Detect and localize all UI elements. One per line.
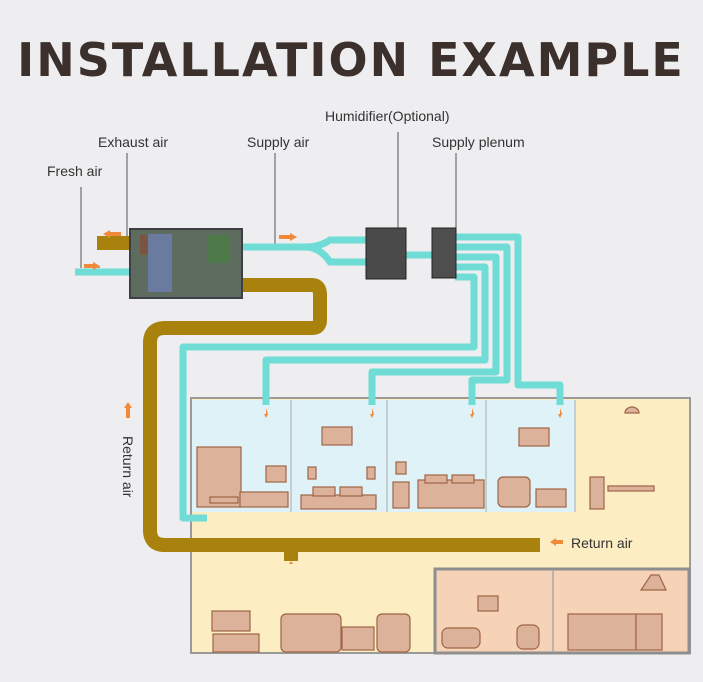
range-hood-icon	[639, 574, 667, 591]
arrow-down-icon	[264, 408, 268, 418]
arrow-up-icon	[124, 402, 132, 418]
furniture	[196, 406, 667, 653]
toilet-icon	[516, 624, 540, 650]
supply-ducts	[75, 233, 564, 522]
leader-lines	[80, 132, 457, 268]
label-return-air-vertical: Return air	[120, 436, 136, 498]
label-return-air-right: Return air	[571, 535, 633, 551]
return-vent	[284, 545, 298, 561]
picture-icon	[518, 427, 550, 447]
humidifier	[365, 227, 407, 280]
label-fresh-air: Fresh air	[47, 163, 103, 179]
label-supply-plenum: Supply plenum	[432, 134, 525, 150]
arrow-down-icon	[370, 408, 374, 418]
arrow-up-icon	[289, 561, 293, 568]
bathtub-icon	[441, 627, 481, 649]
arrow-left-icon	[103, 230, 121, 238]
arrow-right-icon	[279, 233, 297, 241]
label-supply-air: Supply air	[247, 134, 310, 150]
label-humidifier: Humidifier(Optional)	[325, 108, 449, 124]
picture-icon	[321, 426, 353, 446]
arrow-down-icon	[558, 408, 562, 418]
arrow-down-icon	[470, 408, 474, 418]
arrow-left-icon	[550, 538, 563, 546]
ventilation-unit	[129, 228, 243, 299]
arrow-right-icon	[84, 262, 100, 270]
airflow-arrows	[84, 230, 563, 568]
lamp-icon	[624, 406, 640, 414]
page-title: INSTALLATION EXAMPLE	[17, 33, 685, 87]
label-exhaust-air: Exhaust air	[98, 134, 168, 150]
return-duct	[143, 278, 540, 552]
supply-plenum	[431, 227, 457, 279]
